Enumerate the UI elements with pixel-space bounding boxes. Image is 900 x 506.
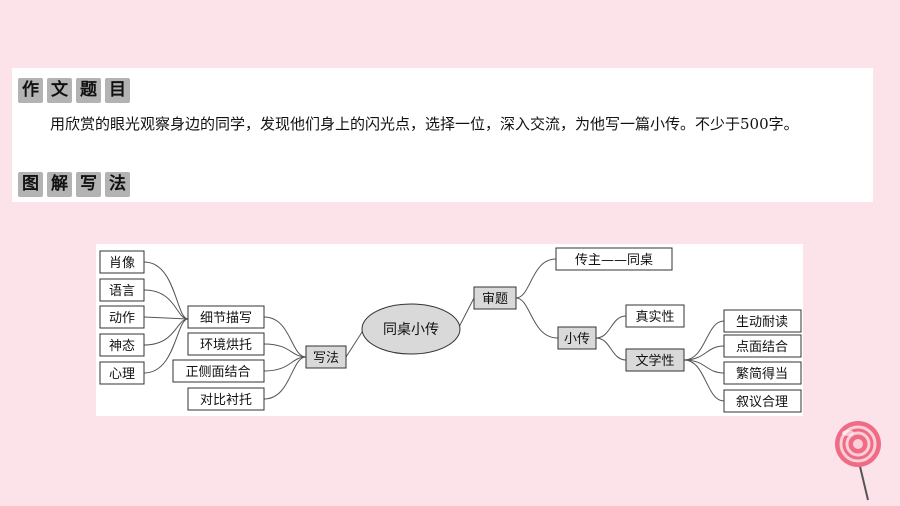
- svg-text:生动耐读: 生动耐读: [736, 315, 788, 330]
- svg-text:神态: 神态: [109, 339, 135, 354]
- genre-item: 真实性: [625, 304, 685, 328]
- prompt-heading: 作 文 题 目: [18, 78, 130, 103]
- svg-text:传主——同桌: 传主——同桌: [575, 253, 653, 268]
- svg-text:写法: 写法: [313, 351, 339, 366]
- heading-char: 作: [18, 78, 43, 103]
- prompt-panel: 作 文 题 目 用欣赏的眼光观察身边的同学，发现他们身上的闪光点，选择一位，深入…: [12, 68, 873, 202]
- literary-item: 繁简得当: [723, 361, 802, 385]
- svg-text:环境烘托: 环境烘托: [200, 338, 252, 353]
- svg-text:语言: 语言: [109, 284, 135, 299]
- svg-text:真实性: 真实性: [635, 310, 674, 325]
- genre-item: 文学性: [625, 348, 685, 372]
- svg-text:心理: 心理: [109, 367, 135, 382]
- technique-item: 正侧面结合: [172, 359, 265, 383]
- heading-char: 文: [47, 78, 72, 103]
- center-topic: 同桌小传: [361, 303, 461, 355]
- technique-item: 细节描写: [187, 305, 265, 329]
- heading-char: 写: [76, 172, 101, 197]
- svg-text:叙议合理: 叙议合理: [736, 395, 788, 410]
- svg-text:动作: 动作: [109, 311, 135, 326]
- literary-item: 生动耐读: [723, 309, 802, 333]
- technique-item: 环境烘托: [187, 332, 265, 356]
- svg-text:审题: 审题: [482, 292, 508, 307]
- svg-text:文学性: 文学性: [635, 353, 674, 369]
- mind-map: 肖像 语言 动作 神态 心理 细节描写 环境烘托 正侧面结合: [96, 244, 803, 416]
- prompt-text: 用欣赏的眼光观察身边的同学，发现他们身上的闪光点，选择一位，深入交流，为他写一篇…: [50, 115, 799, 133]
- detail-item: 肖像: [99, 250, 145, 274]
- heading-char: 题: [76, 78, 101, 103]
- heading-char: 图: [18, 172, 43, 197]
- writing-branch: 写法: [305, 345, 347, 369]
- detail-item: 语言: [99, 278, 145, 302]
- detail-item: 动作: [99, 305, 145, 329]
- svg-text:对比衬托: 对比衬托: [200, 393, 252, 408]
- method-heading: 图 解 写 法: [18, 172, 130, 197]
- analysis-branch: 审题: [473, 286, 517, 310]
- svg-text:小传: 小传: [564, 332, 590, 347]
- literary-item: 叙议合理: [723, 389, 802, 413]
- svg-text:同桌小传: 同桌小传: [383, 322, 439, 338]
- svg-text:正侧面结合: 正侧面结合: [185, 365, 250, 380]
- heading-char: 解: [47, 172, 72, 197]
- genre-node: 小传: [557, 326, 597, 350]
- lollipop-icon: [828, 420, 890, 506]
- svg-text:细节描写: 细节描写: [200, 311, 252, 326]
- literary-item: 点面结合: [723, 334, 802, 358]
- detail-item: 心理: [99, 361, 145, 385]
- svg-text:肖像: 肖像: [109, 256, 135, 271]
- svg-text:点面结合: 点面结合: [736, 340, 788, 355]
- heading-char: 目: [105, 78, 130, 103]
- svg-text:繁简得当: 繁简得当: [736, 366, 788, 382]
- detail-item: 神态: [99, 333, 145, 357]
- subject-node: 传主——同桌: [555, 247, 673, 271]
- technique-item: 对比衬托: [187, 387, 265, 411]
- heading-char: 法: [105, 172, 130, 197]
